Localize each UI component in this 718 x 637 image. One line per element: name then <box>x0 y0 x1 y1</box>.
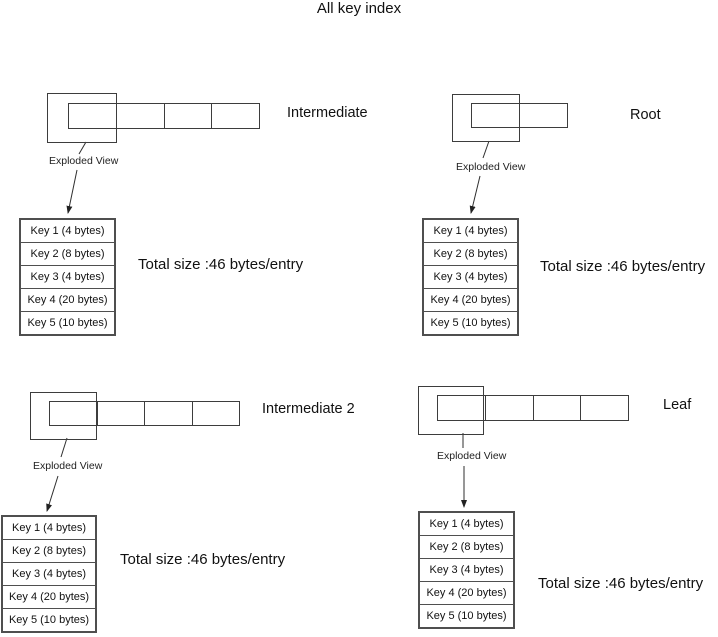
leader-line <box>78 141 87 155</box>
total-size-text: Total size :46 bytes/entry <box>138 256 304 273</box>
key-row: Key 3 (4 bytes) <box>3 562 95 585</box>
key-row: Key 2 (8 bytes) <box>424 242 517 265</box>
node-cells-row <box>49 401 240 426</box>
node-cell <box>144 402 192 425</box>
exploded-key-table: Key 1 (4 bytes) Key 2 (8 bytes) Key 3 (4… <box>422 218 519 336</box>
key-row: Key 5 (10 bytes) <box>21 311 114 334</box>
node-cells-row <box>437 395 629 421</box>
exploded-view-label: Exploded View <box>33 460 103 472</box>
key-row: Key 4 (20 bytes) <box>21 288 114 311</box>
node-label-leaf: Leaf <box>663 397 692 413</box>
node-cell <box>191 402 240 425</box>
node-cell <box>50 402 97 425</box>
key-row: Key 1 (4 bytes) <box>429 518 504 530</box>
exploded-view-arrow <box>66 169 78 214</box>
node-cell <box>438 396 485 420</box>
key-row: Key 5 (10 bytes) <box>424 311 517 334</box>
leader-line <box>60 437 68 458</box>
total-size-text: Total size :46 bytes/entry <box>538 575 704 592</box>
exploded-view-label: Exploded View <box>49 155 119 167</box>
diagram-title: All key index <box>316 0 402 17</box>
key-row: Key 2 (8 bytes) <box>3 539 95 562</box>
node-cell <box>211 104 259 128</box>
node-cell <box>96 402 145 425</box>
node-cell <box>115 104 164 128</box>
key-row: Key 3 (4 bytes) <box>424 265 517 288</box>
node-overview-box <box>418 386 484 435</box>
key-row: Key 4 (20 bytes) <box>3 585 95 608</box>
key-row: Key 3 (4 bytes) <box>21 265 114 288</box>
exploded-view-arrow <box>46 475 59 512</box>
node-label-intermediate2: Intermediate 2 <box>262 401 355 417</box>
node-cell <box>472 104 567 127</box>
node-cell <box>484 396 533 420</box>
leader-line <box>482 140 490 159</box>
exploded-view-label: Exploded View <box>437 450 507 462</box>
node-label-intermediate: Intermediate <box>287 105 368 121</box>
key-row: Key 3 (4 bytes) <box>420 558 513 581</box>
node-cell <box>580 396 628 420</box>
key-row: Key 1 (4 bytes) <box>12 522 86 534</box>
key-row: Key 2 (8 bytes) <box>420 535 513 558</box>
node-cell <box>163 104 212 128</box>
total-size-text: Total size :46 bytes/entry <box>120 551 286 568</box>
node-cells-row <box>68 103 260 129</box>
node-cell <box>532 396 581 420</box>
key-row: Key 1 (4 bytes) <box>30 225 105 237</box>
exploded-view-arrow <box>469 175 481 214</box>
key-row: Key 5 (10 bytes) <box>3 608 95 631</box>
node-cell <box>69 104 116 128</box>
key-row: Key 4 (20 bytes) <box>420 581 513 604</box>
key-row: Key 5 (10 bytes) <box>420 604 513 627</box>
total-size-text: Total size :46 bytes/entry <box>540 258 706 275</box>
exploded-key-table: Key 1 (4 bytes) Key 2 (8 bytes) Key 3 (4… <box>418 511 515 629</box>
exploded-view-label: Exploded View <box>456 161 526 173</box>
node-cells-row <box>471 103 568 128</box>
key-row: Key 1 (4 bytes) <box>433 225 508 237</box>
exploded-key-table: Key 1 (4 bytes) Key 2 (8 bytes) Key 3 (4… <box>1 515 97 633</box>
exploded-key-table: Key 1 (4 bytes) Key 2 (8 bytes) Key 3 (4… <box>19 218 116 336</box>
key-row: Key 4 (20 bytes) <box>424 288 517 311</box>
key-row: Key 2 (8 bytes) <box>21 242 114 265</box>
node-label-root: Root <box>630 107 661 123</box>
node-overview-box <box>452 94 520 142</box>
